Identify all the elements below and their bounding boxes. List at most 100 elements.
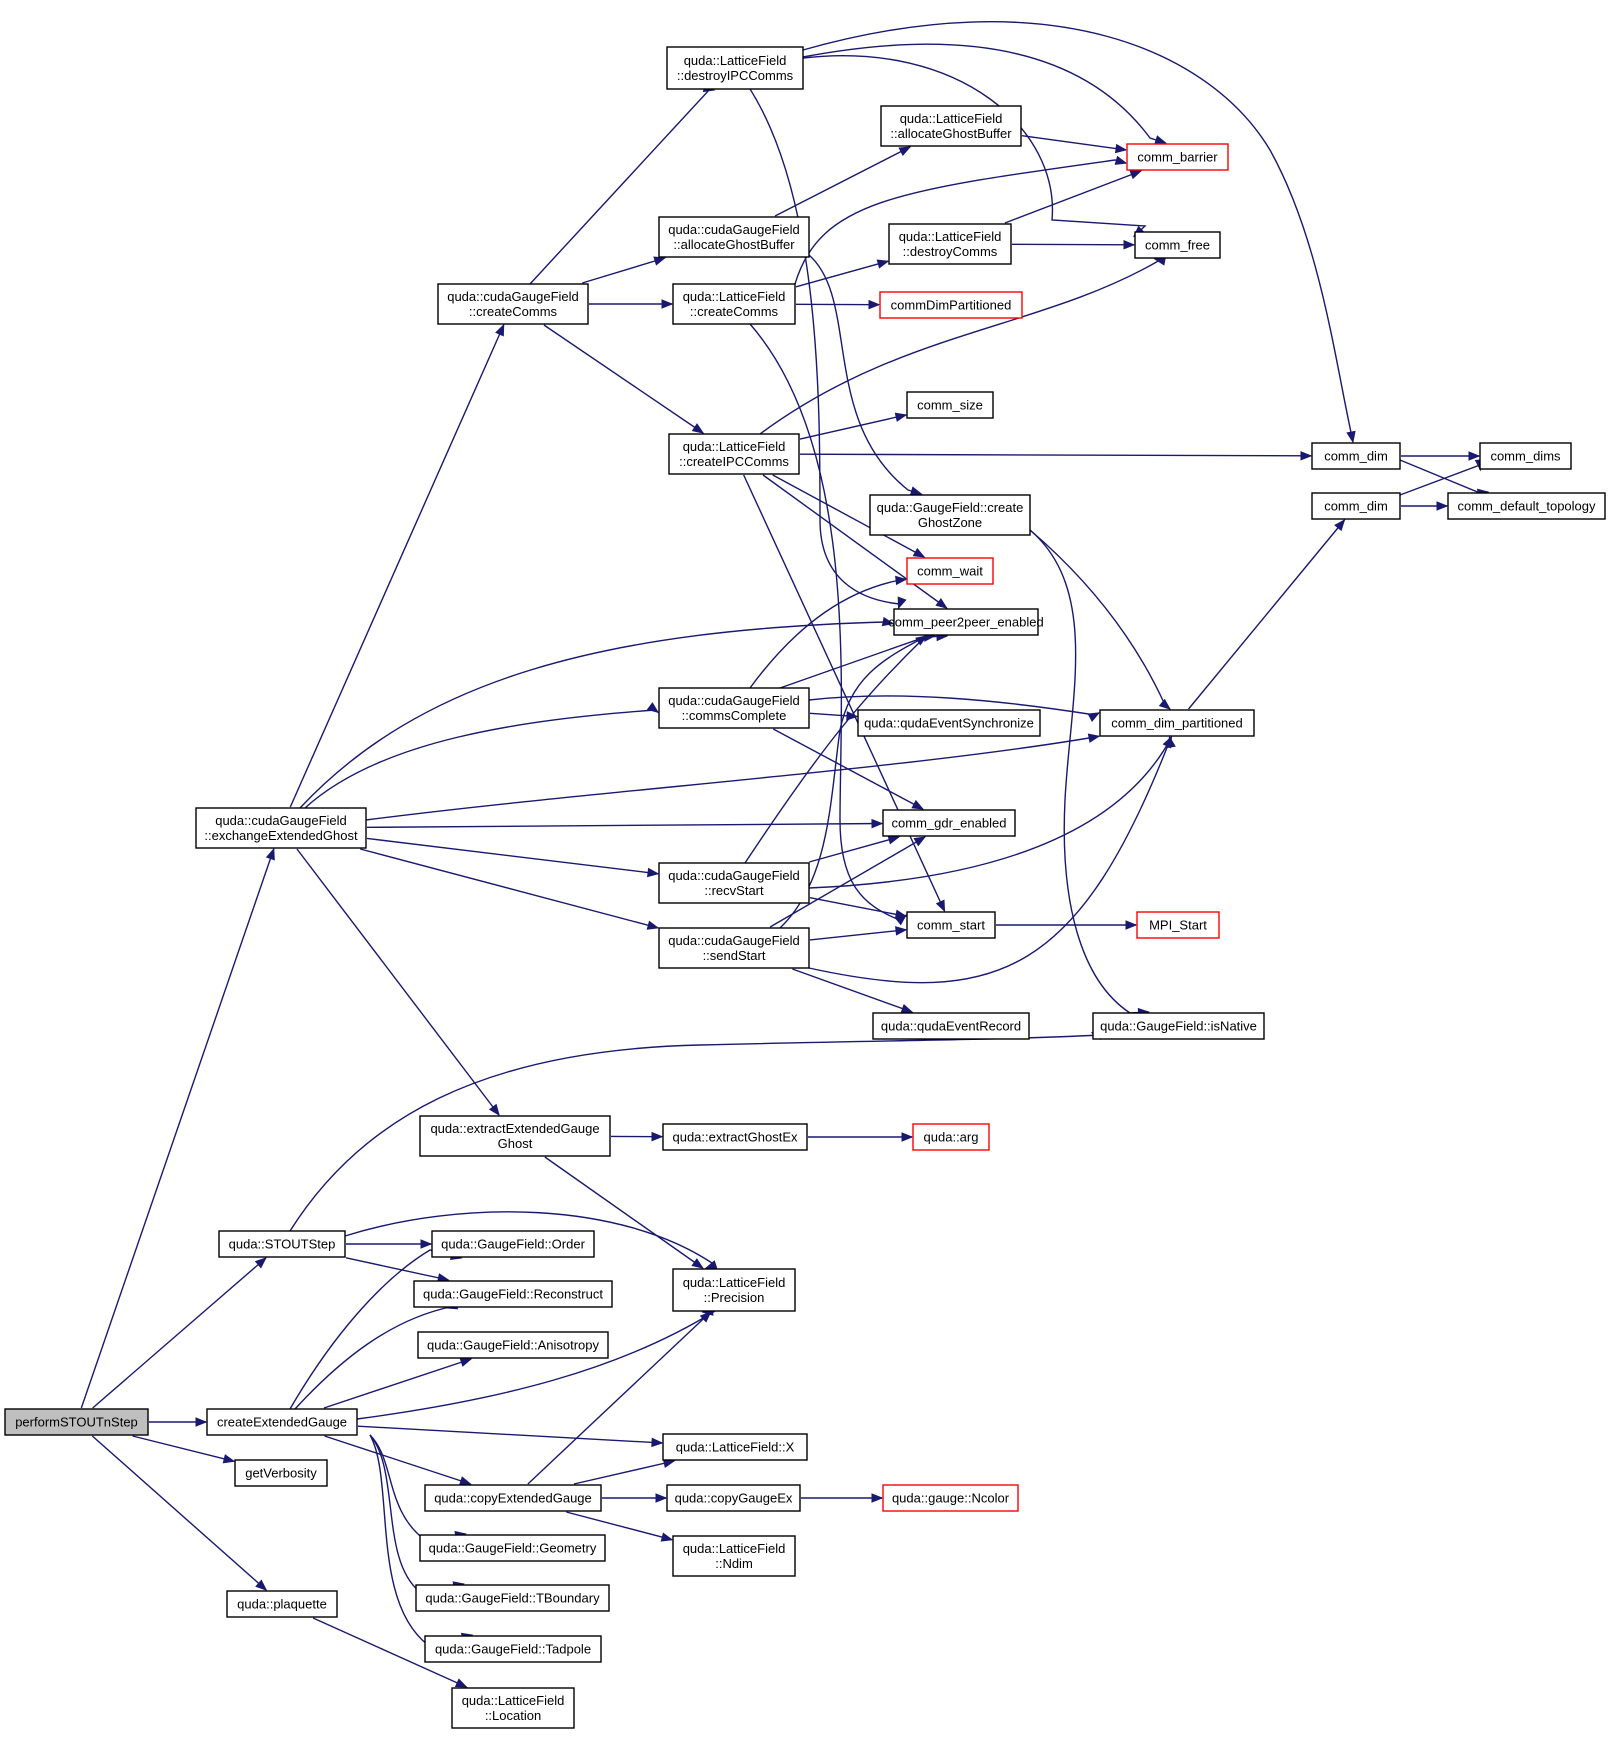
node-gf-isNative[interactable]: quda::GaugeField::isNative (1092, 1012, 1265, 1040)
node-label: ::destroyComms (903, 244, 998, 259)
node-comm-default-topology[interactable]: comm_default_topology (1447, 492, 1606, 520)
node-plaquette[interactable]: quda::plaquette (226, 1590, 338, 1618)
node-label: quda::GaugeField::Anisotropy (427, 1338, 599, 1353)
node-comm-gdr-enabled[interactable]: comm_gdr_enabled (882, 809, 1016, 837)
node-quda-arg[interactable]: quda::arg (912, 1123, 990, 1151)
node-copyExtendedGauge[interactable]: quda::copyExtendedGauge (424, 1484, 602, 1512)
edge-cgf_commsComplete-to-qudaEventSynchronize (809, 711, 859, 721)
edge-extractGhostEx-to-quda_arg (808, 1132, 914, 1142)
node-gf-Order[interactable]: quda::GaugeField::Order (431, 1230, 595, 1258)
edge-exchangeExtendedGhost-to-comm_gdr_enabled (366, 818, 884, 829)
edge-STOUTStep-to-gf_Order (346, 1239, 433, 1249)
node-cgf-createComms[interactable]: quda::cudaGaugeField::createComms (437, 283, 589, 325)
node-lf-Precision[interactable]: quda::LatticeField::Precision (672, 1268, 796, 1312)
edge-exchangeExtendedGhost-to-cgf_sendStart (360, 848, 660, 930)
edge-cgf_commsComplete-to-comm_dim_partitioned (808, 695, 1101, 722)
node-comm-peer2peer-enabled[interactable]: comm_peer2peer_enabled (888, 608, 1044, 636)
node-gf-Tadpole[interactable]: quda::GaugeField::Tadpole (424, 1635, 602, 1663)
node-gf-Reconstruct[interactable]: quda::GaugeField::Reconstruct (413, 1280, 613, 1308)
edge-performSTOUTnStep-to-exchangeExtendedGhost (80, 847, 275, 1409)
node-label: getVerbosity (245, 1466, 317, 1481)
node-cgf-recvStart[interactable]: quda::cudaGaugeField::recvStart (658, 862, 810, 904)
edge-extractExtendedGaugeGhost-to-lf_Precision (544, 1156, 704, 1269)
node-commDimPartitioned[interactable]: commDimPartitioned (879, 291, 1023, 319)
node-comm-dim-b[interactable]: comm_dim (1311, 492, 1401, 520)
node-comm-dim-a[interactable]: comm_dim (1311, 442, 1401, 470)
edge-copyExtendedGauge-to-lf_Precision (527, 1311, 712, 1485)
node-label: comm_free (1145, 238, 1210, 253)
node-label: quda::cudaGaugeField (447, 289, 579, 304)
node-gf-Geometry[interactable]: quda::GaugeField::Geometry (419, 1534, 606, 1562)
node-label: comm_start (917, 918, 985, 933)
node-lf-Location[interactable]: quda::LatticeField::Location (451, 1687, 575, 1729)
node-label: quda::GaugeField::isNative (1100, 1019, 1257, 1034)
node-label: quda::LatticeField (900, 111, 1003, 126)
node-comm-barrier[interactable]: comm_barrier (1126, 143, 1229, 171)
node-performSTOUTnStep[interactable]: performSTOUTnStep (4, 1408, 149, 1436)
edge-performSTOUTnStep-to-getVerbosity (132, 1435, 236, 1464)
node-label: quda::extractExtendedGauge (430, 1121, 599, 1136)
edge-gf_createGhostZone-to-comm_dim_partitioned (1029, 529, 1171, 710)
node-qudaEventSynchronize[interactable]: quda::qudaEventSynchronize (857, 709, 1041, 737)
edge-lf_createComms-to-commDimPartitioned (795, 299, 881, 310)
node-cgf-sendStart[interactable]: quda::cudaGaugeField::sendStart (658, 927, 810, 969)
node-label: comm_dim (1324, 499, 1388, 514)
edge-lf_createIPCComms-to-comm_start (743, 474, 946, 913)
node-comm-free[interactable]: comm_free (1134, 231, 1221, 259)
node-STOUTStep[interactable]: quda::STOUTStep (218, 1230, 346, 1258)
node-cgf-commsComplete[interactable]: quda::cudaGaugeField::commsComplete (658, 687, 810, 729)
node-qudaEventRecord[interactable]: quda::qudaEventRecord (872, 1012, 1030, 1040)
edge-exchangeExtendedGhost-to-comm_peer2peer_enabled (299, 616, 895, 809)
edge-lf_allocateGhostBuffer-to-comm_barrier (1021, 135, 1128, 154)
node-label: comm_gdr_enabled (892, 816, 1007, 831)
edge-cgf_sendStart-to-comm_start (809, 926, 908, 941)
edge-cgf_sendStart-to-comm_gdr_enabled (769, 836, 927, 928)
node-label: performSTOUTnStep (15, 1415, 138, 1430)
node-gf-TBoundary[interactable]: quda::GaugeField::TBoundary (415, 1584, 610, 1612)
node-label: ::createIPCComms (679, 454, 789, 469)
edge-STOUTStep-to-lf_Precision (344, 1211, 718, 1270)
node-label: quda::plaquette (237, 1597, 327, 1612)
edge-cgf_allocateGhostBuffer-to-lf_allocateGhostBuffer (774, 146, 912, 217)
edge-cgf_sendStart-to-qudaEventRecord (792, 968, 914, 1013)
node-lf-destroyComms[interactable]: quda::LatticeField::destroyComms (888, 223, 1012, 265)
node-label: ::allocateGhostBuffer (673, 237, 795, 252)
edge-gf_createGhostZone-to-gf_isNative (1029, 529, 1150, 1018)
node-comm-size[interactable]: comm_size (906, 391, 994, 419)
node-lf-createComms[interactable]: quda::LatticeField::createComms (672, 283, 796, 325)
node-comm-dims[interactable]: comm_dims (1479, 442, 1572, 470)
node-MPI-Start[interactable]: MPI_Start (1136, 911, 1220, 939)
node-comm-wait[interactable]: comm_wait (906, 557, 994, 585)
node-extractGhostEx[interactable]: quda::extractGhostEx (662, 1123, 808, 1151)
nodes-layer: performSTOUTnStep createExtendedGauge getV… (4, 46, 1606, 1729)
node-exchangeExtendedGhost[interactable]: quda::cudaGaugeField::exchangeExtendedGh… (195, 807, 367, 849)
edge-comm_start-to-MPI_Start (996, 920, 1138, 930)
node-comm-dim-partitioned[interactable]: comm_dim_partitioned (1099, 709, 1255, 737)
node-getVerbosity[interactable]: getVerbosity (234, 1459, 328, 1487)
node-label: Ghost (498, 1136, 533, 1151)
edge-performSTOUTnStep-to-STOUTStep (92, 1257, 267, 1409)
node-gf-Anisotropy[interactable]: quda::GaugeField::Anisotropy (417, 1331, 609, 1359)
node-createExtendedGauge[interactable]: createExtendedGauge (206, 1408, 358, 1436)
node-label: ::createComms (690, 304, 779, 319)
node-comm-start[interactable]: comm_start (906, 911, 996, 939)
node-copyGaugeEx[interactable]: quda::copyGaugeEx (666, 1484, 801, 1512)
edge-createExtendedGauge-to-gf_Anisotropy (323, 1357, 473, 1409)
node-lf-X[interactable]: quda::LatticeField::X (662, 1433, 808, 1461)
node-lf-destroyIPCComms[interactable]: quda::LatticeField::destroyIPCComms (666, 46, 804, 90)
node-lf-createIPCComms[interactable]: quda::LatticeField::createIPCComms (668, 433, 800, 475)
node-label: quda::LatticeField (683, 289, 786, 304)
node-cgf-allocateGhostBuffer[interactable]: quda::cudaGaugeField::allocateGhostBuffe… (658, 216, 810, 258)
node-label: quda::gauge::Ncolor (892, 1491, 1010, 1506)
node-label: comm_dim (1324, 449, 1388, 464)
edge-cgf_sendStart-to-comm_dim_partitioned (808, 735, 1173, 984)
node-label: quda::GaugeField::Reconstruct (423, 1287, 603, 1302)
edge-exchangeExtendedGhost-to-cgf_createComms (289, 323, 505, 808)
node-label: quda::copyExtendedGauge (434, 1491, 592, 1506)
node-gauge-Ncolor[interactable]: quda::gauge::Ncolor (882, 1484, 1019, 1512)
node-label: comm_peer2peer_enabled (888, 615, 1043, 630)
node-lf-allocateGhostBuffer[interactable]: quda::LatticeField::allocateGhostBuffer (880, 105, 1022, 147)
node-lf-Ndim[interactable]: quda::LatticeField::Ndim (672, 1535, 796, 1577)
